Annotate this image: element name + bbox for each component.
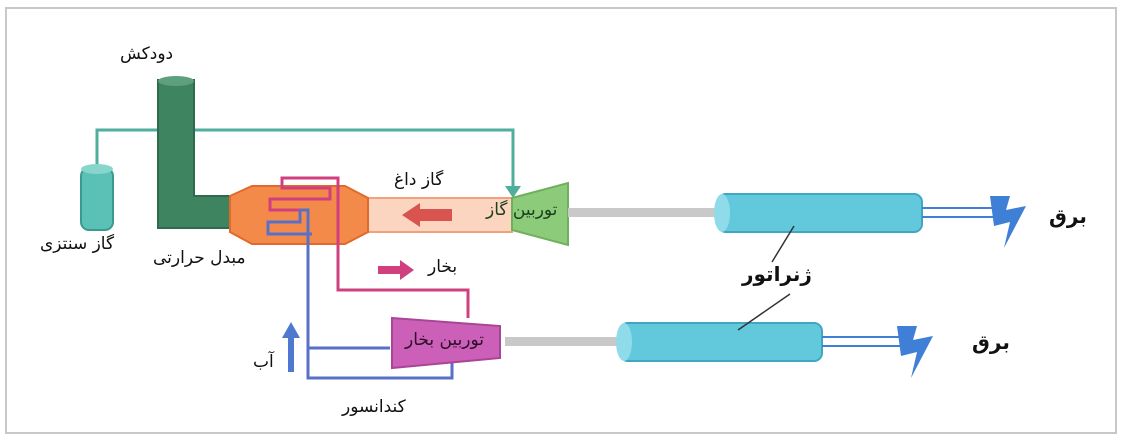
exchanger-coil-steam — [268, 176, 340, 238]
electricity-bottom-label: برق — [972, 330, 1010, 354]
bottom-lightning-icon — [897, 326, 933, 378]
steam-arrow — [378, 260, 414, 280]
water-feed-pipe — [300, 208, 310, 348]
top-shaft — [568, 208, 720, 217]
gas-supply-line — [95, 128, 515, 190]
chimney-top — [158, 76, 194, 86]
condensate-pipe — [306, 346, 454, 380]
electricity-top-label: برق — [1049, 204, 1087, 228]
synthesis-gas-label: گاز سنتزی — [40, 234, 115, 254]
top-generator — [717, 193, 923, 233]
steam-turbine-label: توربین بخار — [405, 330, 485, 350]
hot-gas-arrow — [402, 203, 452, 227]
water-label: آب — [253, 352, 274, 372]
water-arrow — [282, 322, 300, 372]
condenser-label: کندانسور — [342, 397, 406, 417]
gas-tank — [80, 167, 114, 231]
gas-supply-arrow — [505, 186, 521, 198]
bottom-shaft — [505, 337, 625, 346]
bottom-generator-leader — [737, 293, 791, 331]
gas-turbine-label: توربین گاز — [486, 200, 558, 220]
gas-turbine — [511, 181, 569, 247]
chimney-label: دودکش — [120, 44, 174, 64]
hot-gas-label: گاز داغ — [394, 170, 444, 190]
heat-exchanger-label: مبدل حرارتی — [153, 248, 246, 268]
top-generator-leader — [771, 225, 795, 263]
steam-label: بخار — [428, 257, 458, 277]
steam-turbine — [391, 316, 501, 370]
gas-tank-top — [81, 164, 113, 174]
top-generator-face — [714, 194, 730, 232]
steam-pipe — [336, 238, 470, 318]
exchanger-coil-water — [266, 210, 312, 236]
bottom-generator-face — [616, 323, 632, 361]
bottom-generator — [619, 322, 823, 362]
top-lightning-icon — [990, 196, 1026, 248]
generator-label: ژنراتور — [742, 262, 812, 286]
